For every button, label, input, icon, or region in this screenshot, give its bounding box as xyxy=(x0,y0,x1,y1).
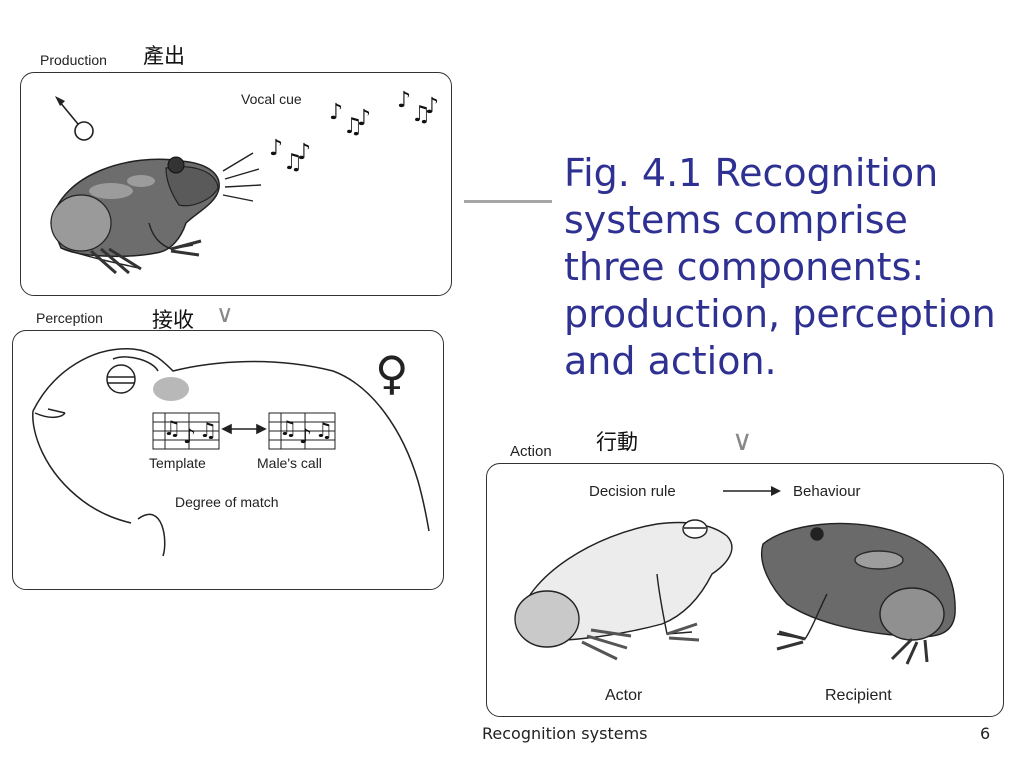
footer-title: Recognition systems xyxy=(482,724,648,743)
male-call-staff-icon xyxy=(268,412,336,450)
production-label: Production xyxy=(40,52,107,68)
recipient-label: Recipient xyxy=(825,687,892,704)
template-label: Template xyxy=(149,455,206,471)
svg-text:♪: ♪ xyxy=(397,88,411,113)
svg-text:♫: ♫ xyxy=(283,150,303,175)
brain-region-icon xyxy=(153,377,189,401)
svg-text:♫: ♫ xyxy=(411,102,431,127)
behaviour-label: Behaviour xyxy=(793,483,861,500)
action-check-mark: ∨ xyxy=(732,424,753,457)
svg-text:♪: ♪ xyxy=(425,94,439,119)
staff-notes-icon: ♫♪♫ ♫♪♫ xyxy=(163,416,333,448)
svg-text:♪: ♪ xyxy=(183,424,196,448)
svg-text:♫: ♫ xyxy=(343,114,363,139)
caption-connector-line xyxy=(464,200,552,203)
svg-text:♫: ♫ xyxy=(279,416,297,440)
vocal-cue-label: Vocal cue xyxy=(241,91,302,107)
action-label: Action xyxy=(510,443,552,460)
calling-frog-illustration xyxy=(50,156,220,275)
actor-frog-illustration xyxy=(514,519,733,661)
male-call-label: Male's call xyxy=(257,455,322,471)
svg-text:♪: ♪ xyxy=(269,136,283,161)
decision-arrow-icon xyxy=(723,486,781,496)
svg-text:♫: ♫ xyxy=(315,418,333,442)
perception-label: Perception xyxy=(36,310,103,326)
template-staff-icon xyxy=(152,412,220,450)
male-symbol-icon xyxy=(55,96,94,141)
perception-panel: ♫♪♫ ♫♪♫ Template Male's call Degree of m… xyxy=(12,330,444,590)
svg-text:♪: ♪ xyxy=(329,100,343,125)
svg-text:♪: ♪ xyxy=(299,424,312,448)
perception-illustration: ♫♪♫ ♫♪♫ Template Male's call Degree of m… xyxy=(32,346,430,557)
perception-label-cn: 接收 xyxy=(152,308,194,332)
action-label-cn: 行動 xyxy=(596,430,638,454)
figure-caption: Fig. 4.1 Recognition systems comprise th… xyxy=(564,151,996,383)
decision-rule-label: Decision rule xyxy=(589,483,676,500)
female-symbol-icon: ♀ xyxy=(375,346,409,400)
actor-label: Actor xyxy=(605,687,643,704)
degree-of-match-label: Degree of match xyxy=(175,494,279,510)
svg-text:♫: ♫ xyxy=(199,418,217,442)
svg-text:♪: ♪ xyxy=(357,106,371,131)
svg-text:♪: ♪ xyxy=(297,140,311,165)
svg-text:♫: ♫ xyxy=(163,416,181,440)
recipient-frog-illustration xyxy=(761,522,956,665)
production-panel: ♪♫♪ ♪♫♪ ♪♫♪ Vocal cue xyxy=(20,72,452,296)
action-panel: Decision rule Behaviour Actor Recipi xyxy=(486,463,1004,717)
sound-waves-icon xyxy=(222,152,262,202)
production-illustration: ♪♫♪ ♪♫♪ ♪♫♪ Vocal cue xyxy=(50,88,439,275)
frog-head-outline-illustration xyxy=(32,348,430,557)
footer-page-number: 6 xyxy=(980,724,991,743)
action-illustration: Decision rule Behaviour Actor Recipi xyxy=(514,483,956,704)
double-arrow-icon xyxy=(221,423,267,435)
perception-check-mark: ∨ xyxy=(216,300,234,328)
production-label-cn: 產出 xyxy=(143,44,185,68)
music-notes-icon: ♪♫♪ ♪♫♪ ♪♫♪ xyxy=(269,88,439,175)
